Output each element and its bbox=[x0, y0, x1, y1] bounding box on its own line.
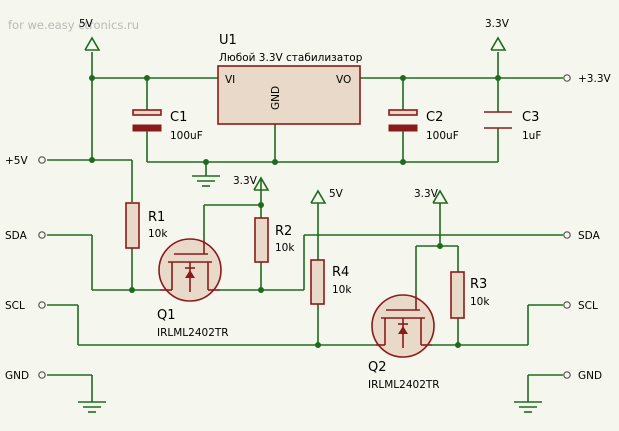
resistor-r3 bbox=[450, 271, 465, 319]
r1-ref: R1 bbox=[148, 210, 165, 225]
junction-dots bbox=[89, 75, 501, 348]
q2-ref: Q2 bbox=[368, 360, 387, 375]
c3-ref: C3 bbox=[522, 110, 539, 125]
q2-part: IRLML2402TR bbox=[368, 379, 440, 391]
c1-value: 100uF bbox=[170, 130, 203, 142]
u1-pin-vi: VI bbox=[225, 74, 235, 86]
rail-5v-top: 5V bbox=[79, 18, 94, 30]
u1-desc: Любой 3.3V стабилизатор bbox=[219, 52, 363, 64]
c3-value: 1uF bbox=[522, 130, 541, 142]
u1-pin-vo: VO bbox=[336, 74, 351, 86]
transistor-q1 bbox=[158, 238, 222, 302]
rail-3v3-q1: 3.3V bbox=[233, 175, 258, 187]
r2-ref: R2 bbox=[275, 224, 292, 239]
rail-5v-r4: 5V bbox=[329, 188, 344, 200]
power-symbols bbox=[84, 36, 507, 204]
r3-ref: R3 bbox=[470, 277, 487, 292]
port-gnd-right: GND bbox=[578, 370, 602, 382]
u1-ref: U1 bbox=[219, 33, 237, 48]
port-sda-right: SDA bbox=[578, 230, 601, 242]
r3-value: 10k bbox=[470, 296, 490, 308]
resistor-r2 bbox=[254, 217, 269, 263]
u1-pin-gnd: GND bbox=[270, 86, 282, 110]
q1-ref: Q1 bbox=[157, 308, 176, 323]
q1-part: IRLML2402TR bbox=[157, 327, 229, 339]
regulator-u1 bbox=[217, 65, 361, 125]
port-in-5v: +5V bbox=[5, 155, 28, 167]
port-scl-right: SCL bbox=[578, 300, 598, 312]
r4-ref: R4 bbox=[332, 265, 349, 280]
watermark: for we.easy ctronics.ru bbox=[8, 18, 139, 32]
port-out-3v3: +3.3V bbox=[578, 73, 611, 85]
port-gnd-left: GND bbox=[5, 370, 29, 382]
r4-value: 10k bbox=[332, 284, 352, 296]
r2-value: 10k bbox=[275, 242, 295, 254]
port-scl-left: SCL bbox=[5, 300, 25, 312]
capacitor-c2 bbox=[388, 104, 418, 136]
capacitor-c1 bbox=[132, 104, 162, 136]
c1-ref: C1 bbox=[170, 110, 187, 125]
c2-value: 100uF bbox=[426, 130, 459, 142]
ground-symbols bbox=[78, 175, 542, 413]
capacitor-c3 bbox=[484, 111, 512, 129]
r1-value: 10k bbox=[148, 228, 168, 240]
transistor-q2 bbox=[371, 294, 435, 358]
rail-3v3-q2: 3.3V bbox=[414, 188, 439, 200]
resistor-r4 bbox=[310, 259, 325, 305]
c2-ref: C2 bbox=[426, 110, 443, 125]
resistor-r1 bbox=[125, 202, 140, 249]
rail-3v3-top: 3.3V bbox=[485, 18, 510, 30]
port-sda-left: SDA bbox=[5, 230, 28, 242]
port-terminals bbox=[38, 74, 571, 379]
